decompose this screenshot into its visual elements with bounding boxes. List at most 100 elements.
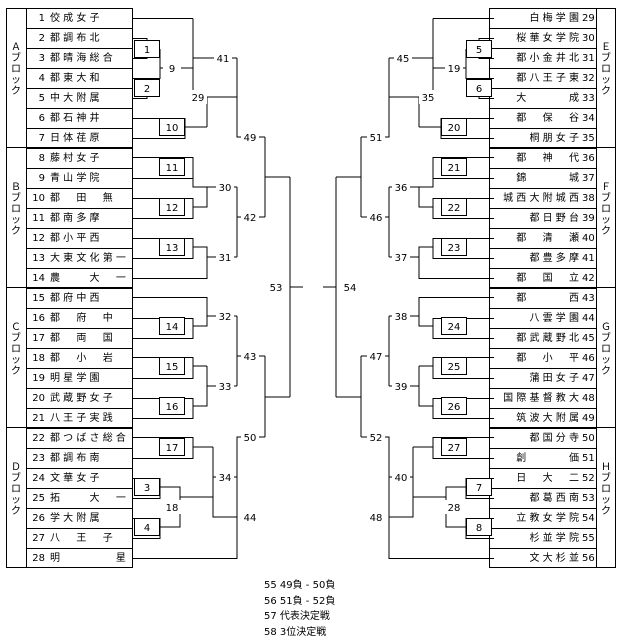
match-box bbox=[466, 478, 492, 496]
team-number: 16 bbox=[32, 313, 45, 324]
match-number: 1 bbox=[144, 45, 150, 56]
match-box bbox=[159, 118, 185, 136]
team-name: 立 教 女 学 院 bbox=[516, 513, 579, 524]
team-name: 蒲 田 女 子 bbox=[529, 373, 579, 384]
team-name: 大 成 bbox=[516, 93, 579, 104]
match-number: 24 bbox=[448, 322, 461, 333]
team-number: 26 bbox=[32, 513, 45, 524]
block-label-a: Ａ ブ ロ ッ ク bbox=[11, 42, 21, 97]
team-number: 14 bbox=[32, 273, 45, 284]
match-label-bg bbox=[367, 510, 385, 524]
team-number: 28 bbox=[32, 553, 45, 564]
match-box bbox=[441, 357, 467, 375]
match-number: 9 bbox=[169, 64, 175, 75]
team-number: 15 bbox=[32, 293, 45, 304]
match-number: 44 bbox=[244, 513, 257, 524]
team-name: 創 価 bbox=[516, 453, 579, 464]
team-name: 明 星 学 園 bbox=[50, 373, 100, 384]
match-number: 37 bbox=[395, 253, 408, 264]
match-label-bg bbox=[214, 51, 232, 65]
team-number: 18 bbox=[32, 353, 45, 364]
match-box bbox=[441, 438, 467, 456]
team-name: 都 府 中 bbox=[50, 313, 113, 324]
team-number: 41 bbox=[582, 253, 595, 264]
team-name: 日 大 二 bbox=[516, 473, 579, 484]
block-label-g: Ｇ ブ ロ ッ ク bbox=[601, 322, 611, 377]
match-label-bg bbox=[189, 90, 207, 104]
match-number: 12 bbox=[166, 203, 179, 214]
match-number: 36 bbox=[395, 183, 408, 194]
team-number: 43 bbox=[582, 293, 595, 304]
team-name: 都 葛 西 南 bbox=[529, 493, 579, 504]
match-number: 38 bbox=[395, 312, 408, 323]
team-number: 29 bbox=[582, 13, 595, 24]
team-name: 都 国 立 bbox=[516, 273, 579, 284]
team-name: 都 八 王 子 東 bbox=[516, 73, 579, 84]
match-number: 15 bbox=[166, 362, 179, 373]
match-label-bg bbox=[241, 430, 259, 444]
match-box bbox=[134, 518, 160, 536]
team-name: 都 両 国 bbox=[50, 333, 113, 344]
match-label-bg bbox=[216, 250, 234, 264]
team-entry: 19 明 星 学 園 bbox=[27, 369, 152, 388]
match-number: 54 bbox=[344, 283, 357, 294]
match-label-bg bbox=[445, 500, 463, 514]
match-label-bg bbox=[367, 349, 385, 363]
team-number: 12 bbox=[32, 233, 45, 244]
match-number: 45 bbox=[397, 54, 410, 65]
match-number: 39 bbox=[395, 382, 408, 393]
team-number: 25 bbox=[32, 493, 45, 504]
match-number: 41 bbox=[217, 54, 230, 65]
match-box bbox=[134, 79, 160, 97]
team-number: 36 bbox=[582, 153, 595, 164]
team-number: 8 bbox=[38, 153, 45, 164]
team-name: 都 小 金 井 北 bbox=[516, 53, 579, 64]
match-label-bg bbox=[419, 90, 437, 104]
team-number: 31 bbox=[582, 53, 595, 64]
team-name: 都 国 分 寺 bbox=[529, 433, 579, 444]
team-number: 11 bbox=[32, 213, 45, 224]
team-name: 武 蔵 野 女 子 bbox=[50, 393, 113, 404]
team-name: 錦 城 bbox=[516, 173, 579, 184]
team-name: 桜 華 女 学 院 bbox=[516, 33, 579, 44]
team-name: 城 西 大 附 城 西 bbox=[503, 193, 579, 204]
team-name: 都 府 中 西 bbox=[50, 293, 100, 304]
match-box bbox=[134, 478, 160, 496]
match-number: 4 bbox=[144, 523, 150, 534]
team-number: 22 bbox=[32, 433, 45, 444]
match-number: 8 bbox=[476, 523, 482, 534]
match-box bbox=[159, 397, 185, 415]
match-label-bg bbox=[392, 250, 410, 264]
team-name: 都 清 瀬 bbox=[516, 233, 579, 244]
team-number: 5 bbox=[38, 93, 45, 104]
team-number: 52 bbox=[582, 473, 595, 484]
block-label-b: Ｂ ブ ロ ッ ク bbox=[11, 182, 21, 237]
team-number: 19 bbox=[32, 373, 45, 384]
team-name: 国 際 基 督 教 大 bbox=[503, 393, 579, 404]
match-label-bg bbox=[394, 51, 412, 65]
team-name: 文 華 女 子 bbox=[50, 473, 100, 484]
notes: 55 49負 - 50負 56 51負 - 52負 57 代表決定戦 58 3位… bbox=[264, 578, 335, 640]
team-number: 17 bbox=[32, 333, 45, 344]
team-number: 37 bbox=[582, 173, 595, 184]
match-box bbox=[159, 238, 185, 256]
team-number: 48 bbox=[582, 393, 595, 404]
match-number: 26 bbox=[448, 402, 461, 413]
match-label-bg bbox=[163, 61, 181, 75]
match-number: 50 bbox=[244, 433, 257, 444]
match-number: 51 bbox=[370, 133, 383, 144]
team-name: 学 大 附 属 bbox=[50, 513, 100, 524]
team-name: 都 東 大 和 bbox=[50, 73, 100, 84]
